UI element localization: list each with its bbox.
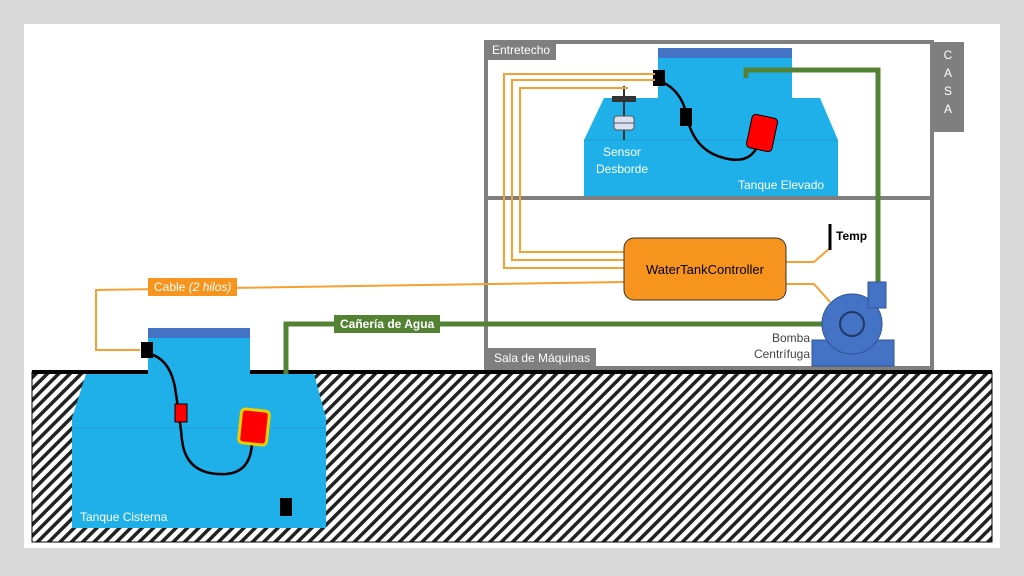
- elevated-float-cable: [661, 80, 762, 161]
- pump-icon: [811, 281, 895, 367]
- cistern-float-icon: [237, 407, 271, 447]
- house-letter: A: [943, 66, 952, 80]
- cable-label-text: Cable: [154, 280, 186, 294]
- house-letter: C: [943, 48, 953, 62]
- elevated-tank-label: Tanque Elevado: [738, 178, 825, 192]
- elevated-connector-icon: [653, 70, 665, 86]
- cistern-tank-label: Tanque Cisterna: [80, 510, 168, 524]
- house-outline: [484, 40, 934, 370]
- water-pipe-label: Cañería de Agua: [334, 315, 441, 333]
- overflow-sensor-label: Sensor Desborde: [596, 145, 649, 176]
- controller-label: WaterTankController: [645, 262, 764, 277]
- machine-room-label: Sala de Máquinas: [488, 348, 597, 368]
- elevated-float-icon: [745, 113, 779, 153]
- elevated-level-sensor-icon: [680, 108, 692, 126]
- overflow-sensor-icon: [612, 86, 636, 140]
- cistern-connector-icon: [141, 342, 153, 358]
- cistern-float-cable: [149, 352, 254, 476]
- pipe-inlet-icon: [280, 498, 292, 516]
- attic-label: Entretecho: [486, 40, 557, 60]
- pump-label: Bomba Centrífuga: [753, 331, 810, 361]
- cable-label: Cable (2 hilos): [148, 278, 238, 296]
- controller-box: [623, 237, 787, 301]
- sensor-cables: [95, 73, 831, 351]
- temp-label: Temp: [836, 229, 868, 243]
- cistern-level-sensor-icon: [174, 403, 188, 423]
- house-label: C A S A: [932, 42, 964, 132]
- house-letter: A: [943, 102, 952, 116]
- cable-label-detail: (2 hilos): [188, 280, 232, 294]
- house-letter: S: [943, 84, 952, 98]
